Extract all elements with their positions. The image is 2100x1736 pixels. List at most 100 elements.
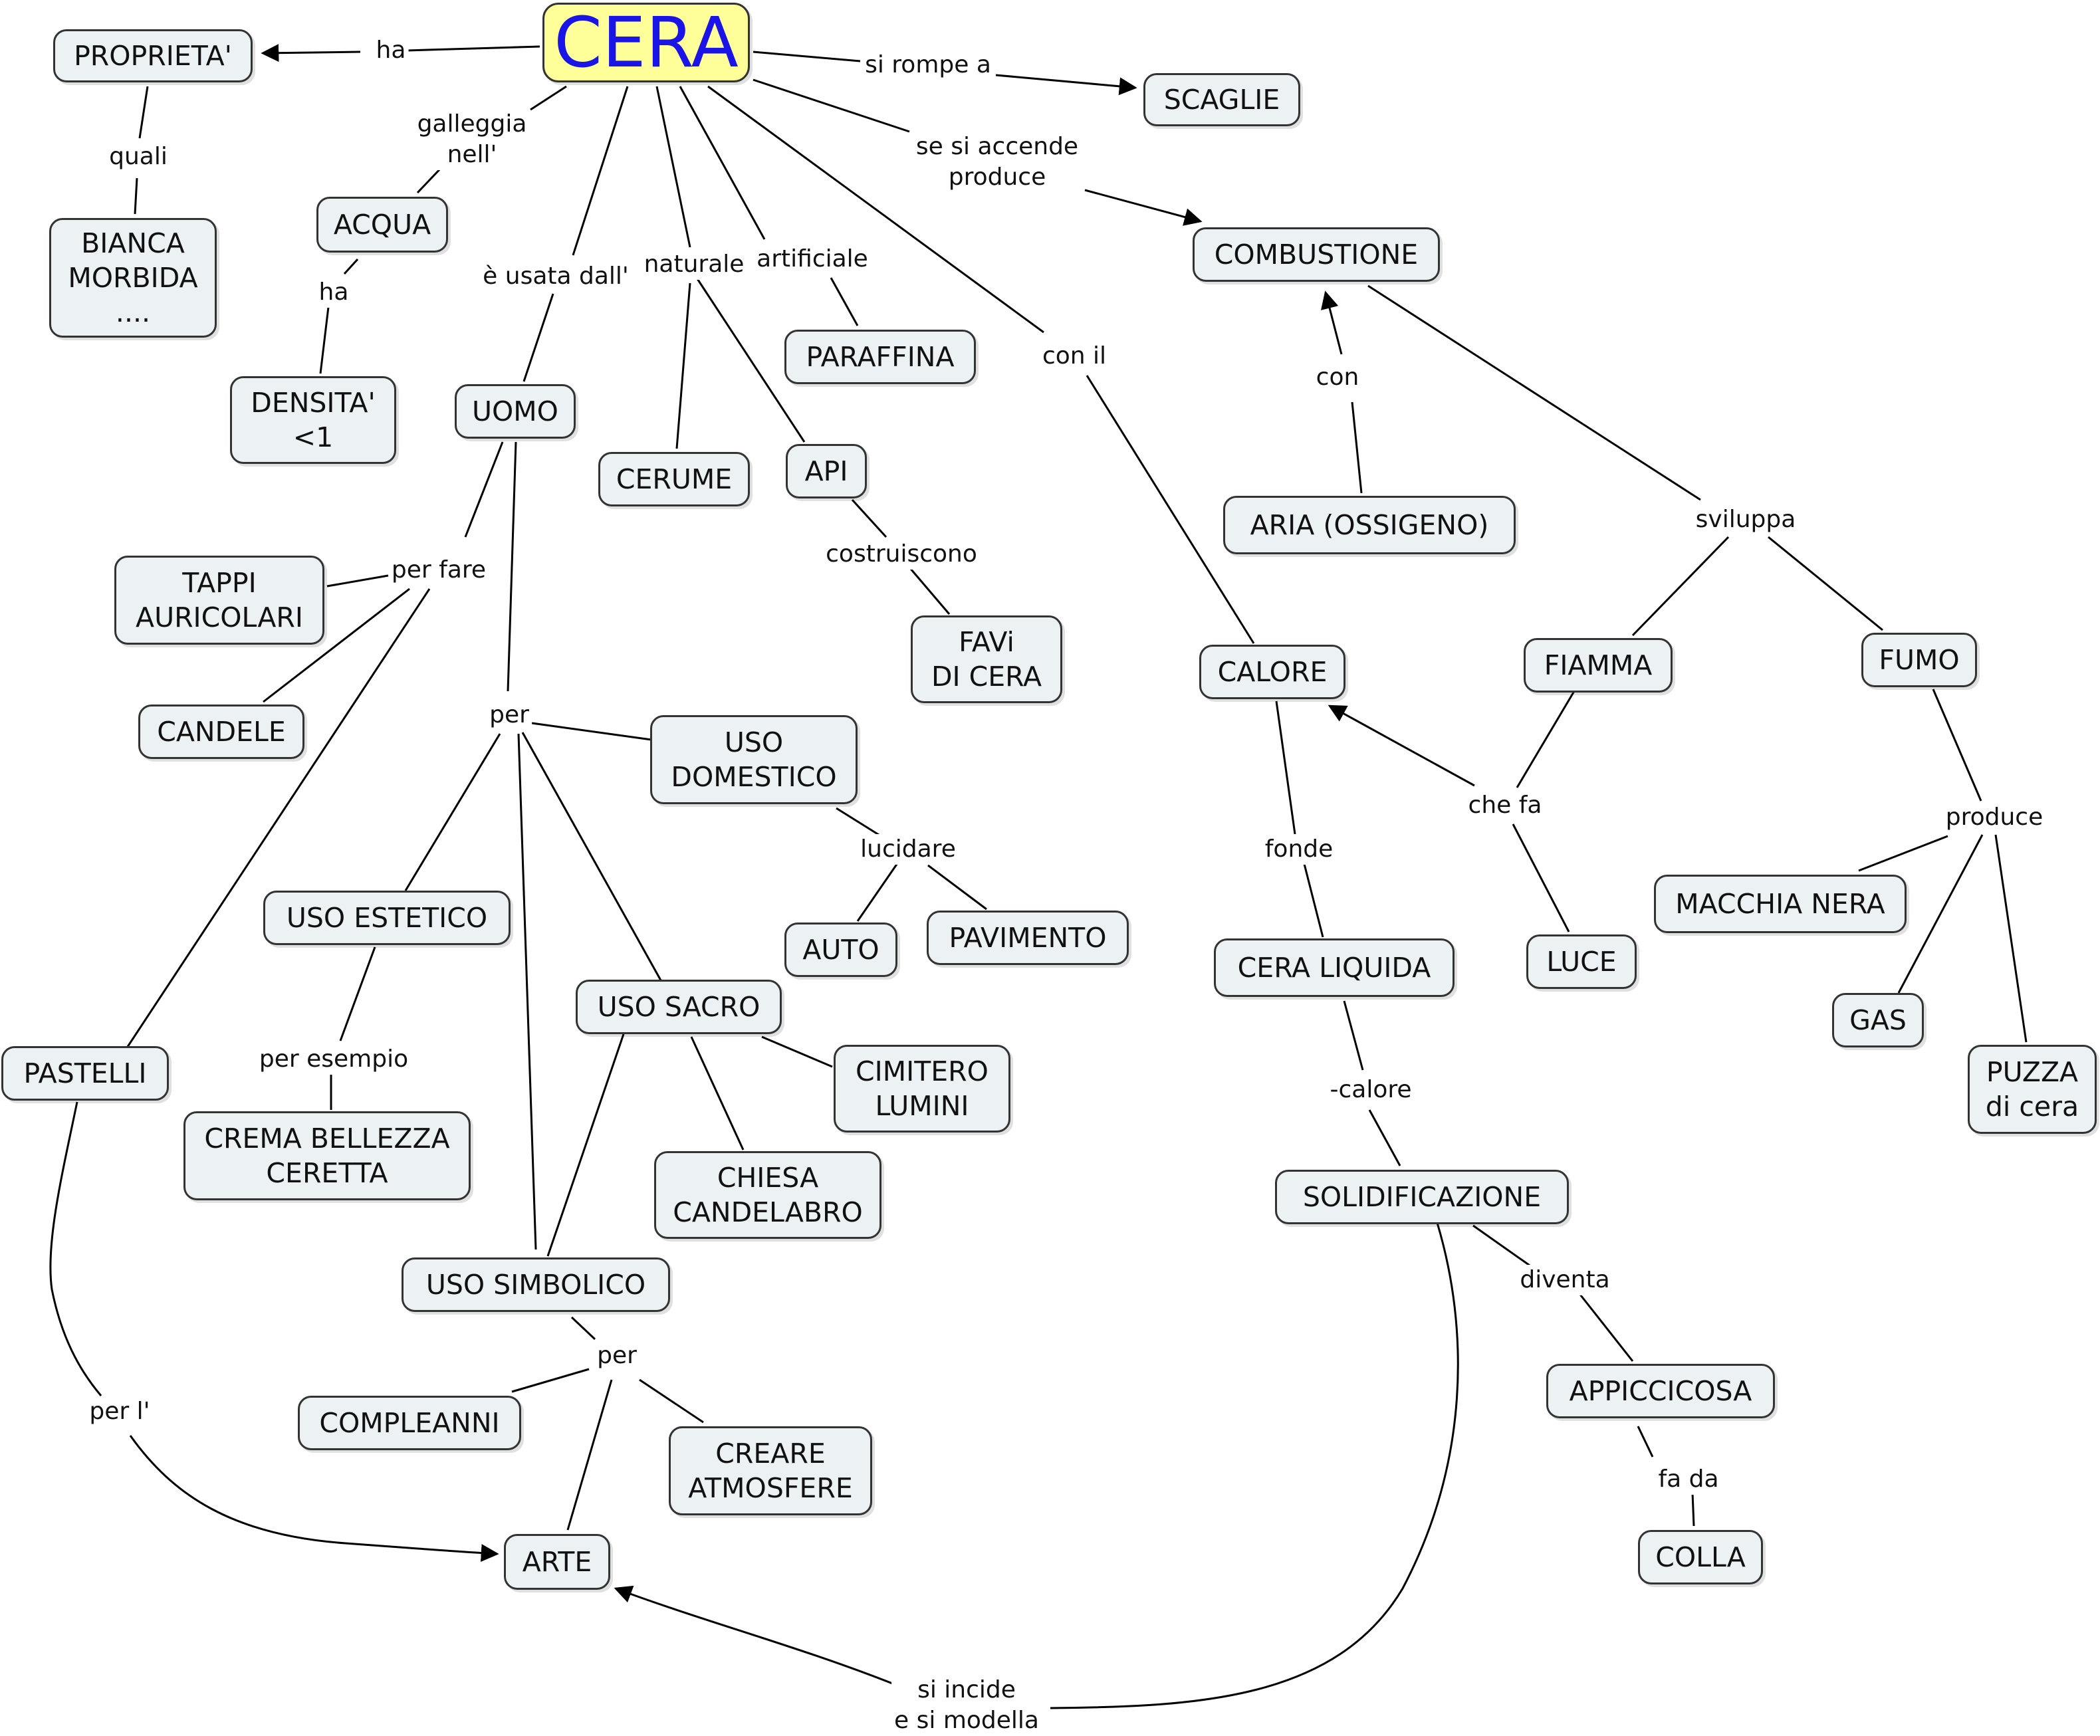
node-crema-text: CREMA BELLEZZA CERETTA — [204, 1123, 450, 1189]
node-uso-sacro[interactable]: USO SACRO — [576, 980, 782, 1034]
label-con-il: con il — [1039, 341, 1109, 372]
node-compleanni-text: COMPLEANNI — [319, 1407, 500, 1439]
node-uso-simbolico[interactable]: USO SIMBOLICO — [402, 1257, 670, 1312]
node-scaglie[interactable]: SCAGLIE — [1143, 73, 1300, 126]
node-calore-text: CALORE — [1217, 656, 1328, 688]
node-puzza[interactable]: PUZZA di cera — [1968, 1045, 2097, 1134]
node-pavimento[interactable]: PAVIMENTO — [927, 911, 1129, 965]
label-che-fa: che fa — [1465, 790, 1545, 821]
node-chiesa[interactable]: CHIESA CANDELABRO — [654, 1151, 881, 1239]
node-appiccicosa-text: APPICCICOSA — [1569, 1375, 1752, 1407]
label-se-accende: se si accende produce — [913, 132, 1082, 193]
label-per-l: per l' — [86, 1396, 153, 1427]
node-calore[interactable]: CALORE — [1199, 645, 1345, 699]
node-cera-text: CERA — [554, 2, 739, 83]
node-aria-text: ARIA (OSSIGENO) — [1250, 509, 1489, 541]
label-artificiale: artificiale — [754, 244, 871, 274]
node-cera[interactable]: CERA — [542, 3, 750, 82]
node-luce-text: LUCE — [1546, 946, 1617, 978]
node-macchia-nera[interactable]: MACCHIA NERA — [1654, 875, 1907, 933]
label-per-fare: per fare — [388, 555, 489, 586]
node-crema[interactable]: CREMA BELLEZZA CERETTA — [183, 1111, 471, 1200]
label-con: con — [1313, 362, 1362, 393]
label-sviluppa: sviluppa — [1692, 504, 1799, 535]
node-proprieta[interactable]: PROPRIETA' — [53, 29, 253, 82]
node-uomo[interactable]: UOMO — [455, 384, 576, 439]
node-uso-estetico-text: USO ESTETICO — [286, 902, 488, 934]
node-uso-domestico-text: USO DOMESTICO — [671, 726, 837, 793]
node-colla-text: COLLA — [1655, 1541, 1746, 1573]
label-si-incide: si incide e si modella — [891, 1675, 1042, 1736]
node-puzza-text: PUZZA di cera — [1985, 1056, 2079, 1123]
label-galleggia: galleggia nell' — [414, 109, 530, 170]
node-chiesa-text: CHIESA CANDELABRO — [673, 1162, 863, 1228]
node-auto[interactable]: AUTO — [784, 922, 897, 977]
node-paraffina[interactable]: PARAFFINA — [784, 330, 976, 384]
node-fumo-text: FUMO — [1879, 644, 1960, 676]
node-fumo[interactable]: FUMO — [1861, 633, 1977, 687]
node-cerume[interactable]: CERUME — [598, 452, 750, 506]
node-pavimento-text: PAVIMENTO — [949, 922, 1107, 954]
label-si-rompe: si rompe a — [862, 50, 994, 80]
node-candele[interactable]: CANDELE — [138, 705, 304, 759]
label-diventa: diventa — [1517, 1265, 1613, 1295]
node-cimitero[interactable]: CIMITERO LUMINI — [834, 1045, 1010, 1133]
label-naturale: naturale — [641, 249, 747, 280]
node-favi-text: FAVi DI CERA — [931, 626, 1042, 693]
node-appiccicosa[interactable]: APPICCICOSA — [1546, 1364, 1775, 1418]
node-luce[interactable]: LUCE — [1526, 934, 1637, 989]
node-fiamma[interactable]: FIAMMA — [1524, 638, 1673, 693]
label-ha-2: ha — [316, 277, 352, 308]
node-uso-estetico[interactable]: USO ESTETICO — [263, 891, 511, 945]
label-per-esempio: per esempio — [256, 1044, 411, 1075]
node-pastelli[interactable]: PASTELLI — [1, 1046, 169, 1101]
node-densita[interactable]: DENSITA' <1 — [230, 376, 396, 464]
label-per-2: per — [594, 1341, 640, 1371]
node-cimitero-text: CIMITERO LUMINI — [856, 1055, 989, 1122]
node-combustione-text: COMBUSTIONE — [1214, 239, 1419, 271]
node-solidificazione-text: SOLIDIFICAZIONE — [1302, 1181, 1542, 1213]
label-quali: quali — [106, 142, 170, 172]
label-ha: ha — [373, 35, 409, 66]
node-tappi[interactable]: TAPPI AURICOLARI — [114, 556, 324, 645]
node-auto-text: AUTO — [802, 934, 879, 966]
node-arte[interactable]: ARTE — [504, 1534, 610, 1590]
label-per: per — [487, 700, 532, 730]
node-solidificazione[interactable]: SOLIDIFICAZIONE — [1275, 1170, 1569, 1224]
label-fonde: fonde — [1262, 834, 1336, 865]
node-paraffina-text: PARAFFINA — [806, 341, 955, 373]
node-scaglie-text: SCAGLIE — [1163, 84, 1280, 116]
node-uso-sacro-text: USO SACRO — [597, 991, 760, 1023]
node-creare[interactable]: CREARE ATMOSFERE — [669, 1426, 872, 1515]
node-proprieta-text: PROPRIETA' — [74, 40, 232, 72]
node-gas-text: GAS — [1849, 1004, 1907, 1036]
node-aria[interactable]: ARIA (OSSIGENO) — [1223, 496, 1516, 554]
node-fiamma-text: FIAMMA — [1544, 649, 1653, 681]
node-combustione[interactable]: COMBUSTIONE — [1193, 227, 1440, 282]
node-api[interactable]: API — [786, 444, 867, 498]
node-gas[interactable]: GAS — [1832, 993, 1924, 1047]
node-cerume-text: CERUME — [616, 463, 733, 495]
node-candele-text: CANDELE — [157, 716, 286, 748]
node-acqua[interactable]: ACQUA — [316, 197, 448, 253]
node-tappi-text: TAPPI AURICOLARI — [136, 567, 303, 633]
node-uso-simbolico-text: USO SIMBOLICO — [425, 1269, 646, 1301]
node-cera-liquida[interactable]: CERA LIQUIDA — [1214, 938, 1455, 997]
label-e-usata: è usata dall' — [480, 261, 632, 292]
node-acqua-text: ACQUA — [333, 209, 431, 241]
node-creare-text: CREARE ATMOSFERE — [688, 1438, 853, 1504]
node-colla[interactable]: COLLA — [1638, 1530, 1763, 1584]
node-macchia-nera-text: MACCHIA NERA — [1675, 888, 1885, 920]
node-api-text: API — [804, 455, 848, 487]
node-bianca-text: BIANCA MORBIDA .... — [68, 227, 198, 328]
node-favi[interactable]: FAVi DI CERA — [911, 615, 1062, 703]
node-densita-text: DENSITA' <1 — [251, 387, 376, 453]
label-meno-calore: -calore — [1327, 1075, 1415, 1105]
label-costruiscono: costruiscono — [823, 539, 980, 570]
node-uomo-text: UOMO — [472, 395, 558, 427]
node-compleanni[interactable]: COMPLEANNI — [298, 1396, 521, 1450]
node-uso-domestico[interactable]: USO DOMESTICO — [650, 715, 858, 804]
node-bianca[interactable]: BIANCA MORBIDA .... — [49, 218, 217, 338]
